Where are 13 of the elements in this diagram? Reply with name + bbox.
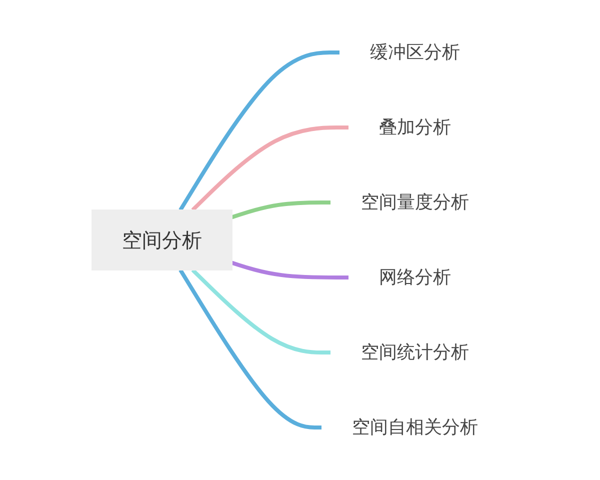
connector (231, 200, 331, 220)
node-text: 网络分析 (379, 267, 451, 288)
connector (191, 268, 331, 354)
node-box: 空间分析 (92, 210, 232, 270)
node-text: 缓冲区分析 (370, 42, 460, 63)
connector (231, 260, 349, 280)
node-text: 空间自相关分析 (352, 417, 478, 438)
connector (178, 268, 322, 430)
connector (178, 50, 340, 212)
node-text: 叠加分析 (379, 117, 451, 138)
connector (191, 126, 349, 212)
node-text: 空间量度分析 (361, 192, 469, 213)
node-text: 空间统计分析 (361, 342, 469, 363)
